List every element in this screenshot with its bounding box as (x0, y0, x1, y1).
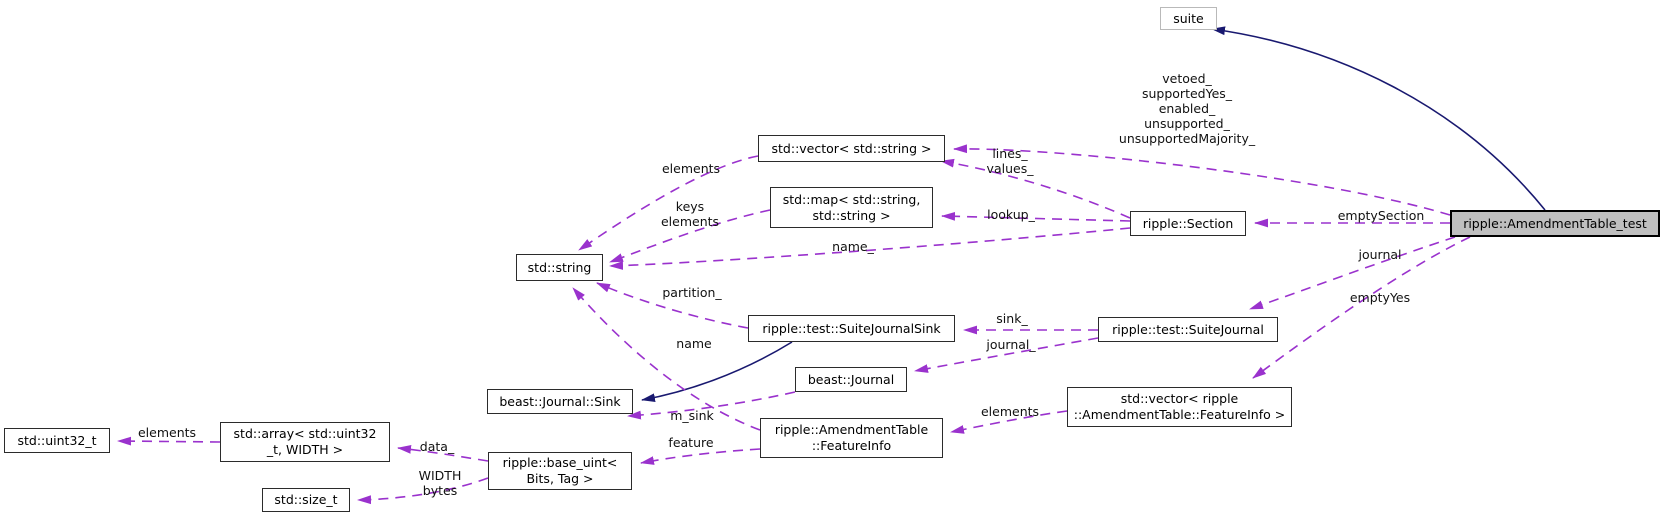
edge-featureinfo-to-baseuint (640, 448, 761, 465)
node-std-array[interactable]: std::array< std::uint32 _t, WIDTH > (220, 422, 390, 462)
node-amendmenttable-test[interactable]: ripple::AmendmentTable_test (1450, 210, 1660, 237)
edge-featureinfo-to-string (572, 287, 761, 431)
node-std-string[interactable]: std::string (516, 254, 603, 281)
edge-suitejournal-to-journal (914, 337, 1099, 373)
edge-vector-string-to-string (578, 155, 759, 251)
node-std-uint32[interactable]: std::uint32_t (4, 428, 110, 453)
node-std-map-string[interactable]: std::map< std::string, std::string > (770, 187, 933, 228)
edge-vector-featureinfo-to-featureinfo (950, 410, 1068, 434)
edge-label-lookup: lookup_ (987, 207, 1035, 222)
node-beast-journal-sink[interactable]: beast::Journal::Sink (487, 389, 633, 414)
edge-baseuint-to-array (397, 445, 489, 462)
edge-map-to-string (609, 209, 771, 263)
edge-label-name-feature: name (676, 336, 712, 351)
edge-label-elements-array: elements (137, 425, 197, 440)
node-suite[interactable]: suite (1160, 7, 1217, 30)
edge-test-to-vector-featureinfo (1252, 236, 1471, 379)
edge-test-to-suite (1211, 26, 1546, 211)
node-beast-journal[interactable]: beast::Journal (795, 367, 907, 392)
edge-label-journal-member: journal_ (986, 337, 1036, 352)
edge-section-to-vector-string (940, 158, 1131, 219)
node-ripple-section[interactable]: ripple::Section (1130, 211, 1246, 236)
edge-suitejournalsink-to-string (596, 282, 749, 329)
node-std-vector-string[interactable]: std::vector< std::string > (758, 135, 945, 162)
node-suite-journal-sink[interactable]: ripple::test::SuiteJournalSink (748, 315, 955, 342)
edge-suitejournalsink-to-journalsink (641, 341, 793, 403)
edge-label-sink: sink_ (996, 311, 1028, 326)
edge-label-elements-vector-string: elements (661, 161, 721, 176)
edge-label-data: data_ (419, 439, 455, 454)
edge-label-elements-vector-fi: elements (980, 404, 1040, 419)
edge-test-to-vector-string (953, 144, 1451, 216)
edge-label-journal: journal (1358, 247, 1402, 262)
edge-label-vetoed-stack: vetoed_ supportedYes_ enabled_ unsupport… (1118, 71, 1256, 146)
edge-label-partition: partition_ (662, 285, 722, 300)
node-featureinfo[interactable]: ripple::AmendmentTable ::FeatureInfo (760, 418, 943, 458)
edge-label-keys-elements: keys elements (660, 199, 720, 229)
edge-label-empty-section: emptySection (1337, 208, 1425, 223)
node-base-uint[interactable]: ripple::base_uint< Bits, Tag > (488, 452, 632, 490)
edge-journal-to-journalsink (627, 391, 796, 420)
node-suite-journal[interactable]: ripple::test::SuiteJournal (1098, 317, 1278, 342)
edge-label-m-sink: m_sink (670, 408, 714, 423)
edge-array-to-uint32 (117, 436, 221, 446)
edge-label-feature: feature (668, 435, 714, 450)
edge-section-to-string (609, 227, 1131, 270)
edge-section-to-map (941, 211, 1131, 222)
edge-label-lines-values: lines_ values_ (986, 146, 1034, 176)
node-std-vector-featureinfo[interactable]: std::vector< ripple ::AmendmentTable::Fe… (1067, 387, 1292, 427)
edge-label-name-section: name_ (832, 239, 874, 254)
node-std-sizet[interactable]: std::size_t (262, 488, 350, 512)
edge-label-empty-yes: emptyYes (1349, 290, 1411, 305)
edge-label-width-bytes: WIDTH bytes (418, 468, 462, 498)
